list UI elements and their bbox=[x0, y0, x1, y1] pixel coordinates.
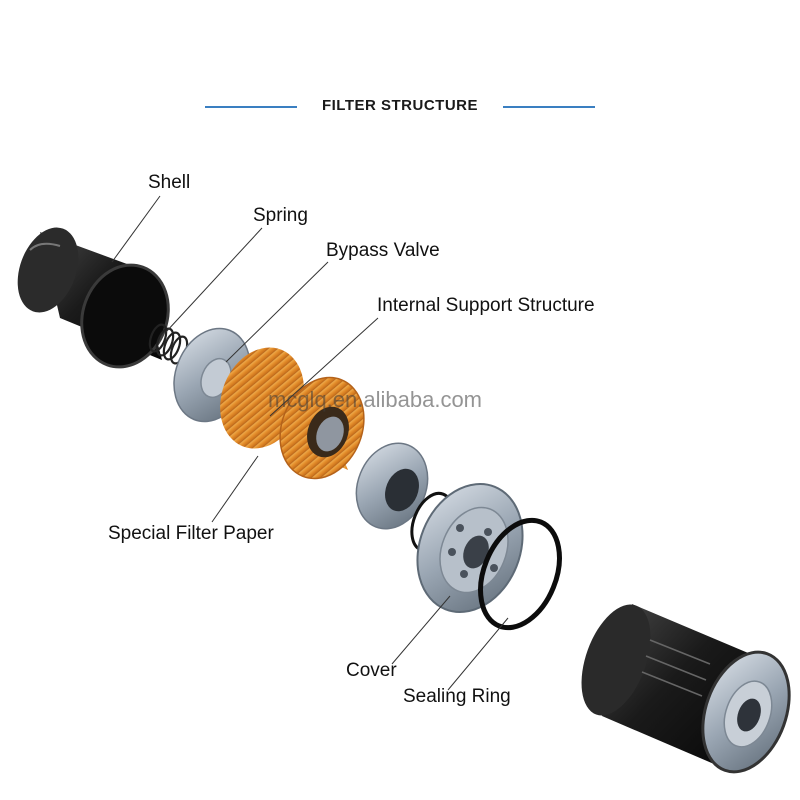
label-shell: Shell bbox=[148, 172, 191, 193]
leader-internal-support bbox=[269, 317, 379, 417]
label-cover: Cover bbox=[346, 660, 397, 681]
sealing-ring-part bbox=[478, 517, 562, 631]
valve-cup-part bbox=[355, 442, 429, 530]
leader-bypass-valve bbox=[225, 261, 329, 363]
shell-part bbox=[17, 227, 170, 369]
leader-cover bbox=[391, 595, 451, 665]
diagram-title: FILTER STRUCTURE bbox=[321, 97, 479, 114]
label-spring: Spring bbox=[253, 205, 308, 226]
leader-spring bbox=[165, 227, 263, 333]
leader-shell bbox=[111, 195, 161, 263]
title-rule-right bbox=[503, 106, 595, 108]
label-bypass-valve: Bypass Valve bbox=[326, 240, 440, 261]
cover-part bbox=[416, 483, 524, 613]
label-internal-support: Internal Support Structure bbox=[377, 295, 595, 316]
leader-filter-paper bbox=[211, 455, 259, 523]
filter-paper-part bbox=[220, 347, 365, 480]
leader-sealing-ring bbox=[447, 617, 509, 691]
label-filter-paper: Special Filter Paper bbox=[108, 523, 274, 544]
watermark-text: mcglq.en.alibaba.com bbox=[268, 387, 483, 412]
label-sealing-ring: Sealing Ring bbox=[403, 686, 511, 707]
title-rule-left bbox=[205, 106, 297, 108]
assembled-filter bbox=[581, 604, 791, 774]
leader-lines bbox=[111, 195, 509, 691]
